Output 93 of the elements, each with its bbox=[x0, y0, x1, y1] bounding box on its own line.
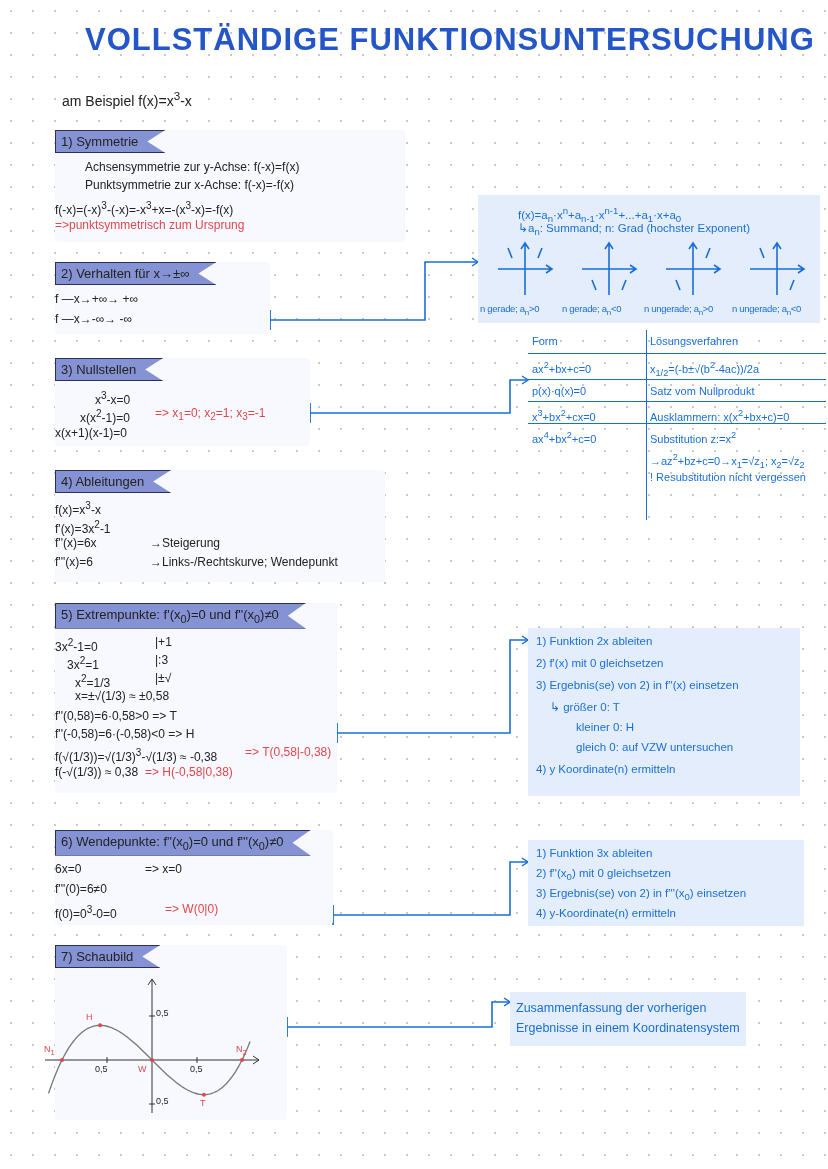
table-header: Lösungsverfahren bbox=[646, 330, 826, 354]
table-cell: p(x)·q(x)=0 bbox=[528, 380, 647, 402]
axis-tick-label: 0,5 bbox=[95, 1064, 108, 1074]
formula-text: =>punktsymmetrisch zum Ursprung bbox=[55, 218, 245, 233]
formula-text: => x$_{1}$=0; x$_{2}$=1; x$_{3}$=-1 bbox=[155, 406, 266, 425]
formula-text: f''(x)=6x bbox=[55, 536, 97, 551]
table-note: ! Resubstitution nicht vergessen bbox=[650, 470, 806, 484]
formula-text: x$^{2}$=1/3 bbox=[75, 672, 111, 690]
formula-text: x(x$^{2}$-1)=0 bbox=[80, 407, 130, 426]
formula-text: f —x→+∞→ +∞ bbox=[55, 292, 139, 307]
formula-text: x(x+1)(x-1)=0 bbox=[55, 426, 128, 441]
section-card bbox=[55, 603, 337, 793]
table-cell-text: Substitution z:=x$^{2}$ bbox=[649, 429, 738, 445]
section-banner: 1) Symmetrie bbox=[55, 130, 166, 153]
note-text: n ungerade; a$_{n}$>0 bbox=[644, 302, 714, 319]
solution-table bbox=[528, 330, 826, 520]
formula-text: f(-x)=(-x)$^{3}$-(-x)=-x$^{3}$+x=-(x$^{3}$-x)=-f(x) bbox=[55, 199, 234, 218]
note-text: 1) Funktion 2x ableiten bbox=[536, 634, 653, 649]
section-card bbox=[55, 130, 405, 242]
formula-text: f'''(0)=6≠0 bbox=[55, 882, 107, 897]
section-banner: 2) Verhalten für x→±∞ bbox=[55, 262, 217, 285]
point-label: W bbox=[138, 1064, 147, 1074]
note-text: 2) f''(x$_{0}$) mit 0 gleichsetzen bbox=[536, 866, 671, 885]
note-text: 3) Ergebnis(se) von 2) in f'''(x$_{0}$) einsetzen bbox=[536, 886, 747, 905]
section-banner: 3) Nullstellen bbox=[55, 358, 164, 381]
info-panel bbox=[528, 840, 804, 926]
note-text: 4) y Koordinate(n) ermitteln bbox=[536, 762, 676, 777]
note-text: n gerade; a$_{n}$>0 bbox=[480, 302, 540, 319]
formula-text: |+1 bbox=[155, 635, 172, 650]
formula-text: => H(-0,58|0,38) bbox=[145, 765, 233, 780]
section-banner: 5) Extrempunkte: f'(x$_{0}$)=0 und f''(x$_{0}$)≠0 bbox=[55, 603, 306, 629]
table-cell: Satz vom Nullprodukt bbox=[646, 380, 826, 402]
formula-text: 3x$^{2}$=1 bbox=[67, 654, 99, 673]
formula-text: f(-√(1/3)) ≈ 0,38 bbox=[55, 765, 139, 780]
note-text: 1) Funktion 3x ableiten bbox=[536, 846, 653, 861]
subtitle-text: am Beispiel f(x)=x$^{3}$-x bbox=[62, 88, 192, 109]
note-text: n ungerade; a$_{n}$<0 bbox=[732, 302, 802, 319]
formula-text: |±√ bbox=[155, 671, 172, 686]
table-cell: x$^{3}$+bx$^{2}$+cx=0 bbox=[528, 402, 647, 424]
axis-tick-label: 0,5 bbox=[156, 1096, 169, 1106]
axis-tick-label: 0,5 bbox=[156, 1008, 169, 1018]
table-cell: ax$^{4}$+bx$^{2}$+c=0 bbox=[528, 424, 647, 520]
table-header: Form bbox=[528, 330, 647, 354]
info-panel bbox=[478, 195, 820, 323]
formula-text: Achsensymmetrie zur y-Achse: f(-x)=f(x) bbox=[85, 160, 300, 175]
note-text: 3) Ergebnis(se) von 2) in f''(x) einsetzen bbox=[536, 678, 739, 693]
note-text: 4) y-Koordinate(n) ermitteln bbox=[536, 906, 676, 921]
formula-text: →Steigerung bbox=[150, 536, 221, 551]
formula-text: Punktsymmetrie zur x-Achse: f(-x)=-f(x) bbox=[85, 178, 295, 193]
page-title: VOLLSTÄNDIGE FUNKTIONSUNTERSUCHUNG bbox=[85, 22, 815, 58]
formula-text: f(x)=x$^{3}$-x bbox=[55, 499, 101, 518]
section-card bbox=[55, 830, 333, 925]
table-cell: ax$^{2}$+bx+c=0 bbox=[528, 354, 647, 380]
info-panel bbox=[528, 628, 800, 796]
formula-text: f'(x)=3x$^{2}$-1 bbox=[55, 518, 111, 537]
info-panel bbox=[510, 992, 746, 1046]
formula-text: f(√(1/3))=√(1/3)$^{3}$-√(1/3) ≈ -0,38 bbox=[55, 746, 218, 765]
point-label: N$_{2}$ bbox=[236, 1044, 247, 1058]
formula-text: f(0)=0$^{3}$-0=0 bbox=[55, 903, 117, 922]
section-banner: 6) Wendepunkte: f''(x$_{0}$)=0 und f'''(x$_{0}$)≠0 bbox=[55, 830, 311, 856]
point-label: T bbox=[200, 1098, 206, 1108]
note-text: ↳a$_{n}$: Summand; n: Grad (hochster Exponent) bbox=[518, 222, 751, 240]
formula-text: f''(-0,58)=6·(-0,58)<0 => H bbox=[55, 727, 195, 742]
section-card bbox=[55, 470, 385, 582]
formula-text: x$^{3}$-x=0 bbox=[95, 389, 131, 408]
table-cell: Ausklammern: x(x$^{2}$+bx+c)=0 bbox=[646, 402, 826, 424]
point-label: H bbox=[86, 1012, 93, 1022]
section-banner: 7) Schaubild bbox=[55, 945, 161, 968]
formula-text: 6x=0 bbox=[55, 862, 82, 877]
formula-text: => W(0|0) bbox=[165, 902, 219, 917]
formula-text: => T(0,58|-0,38) bbox=[245, 745, 332, 760]
formula-text: f'''(x)=6 bbox=[55, 555, 93, 570]
table-cell: x$_{1/2}$=(-b±√(b$^{2}$-4ac))/2a bbox=[646, 354, 826, 380]
note-text: kleiner 0: H bbox=[576, 720, 635, 735]
section-card bbox=[55, 262, 270, 334]
connector-arrow bbox=[332, 857, 529, 926]
formula-text: => x=0 bbox=[145, 862, 183, 877]
formula-text: →Links-/Rechtskurve; Wendepunkt bbox=[150, 555, 338, 570]
note-text: Zusammenfassung der vorherigen Ergebnisse in einem Koordinatensystem bbox=[516, 1000, 740, 1037]
formula-text: f —x→-∞→ -∞ bbox=[55, 312, 133, 327]
note-text: n gerade; a$_{n}$<0 bbox=[562, 302, 622, 319]
point-label: N$_{1}$ bbox=[44, 1044, 55, 1058]
note-text: ↳ größer 0: T bbox=[550, 700, 620, 715]
section-card bbox=[55, 358, 310, 446]
formula-text: x=±√(1/3) ≈ ±0,58 bbox=[75, 689, 170, 704]
note-text: 2) f'(x) mit 0 gleichsetzen bbox=[536, 656, 664, 671]
table-note: →az$^{2}$+bz+c=0→x$_{1}$=√z$_{1}$; x$_{2}$=√z$_{2}$ bbox=[650, 451, 805, 472]
formula-text: f''(0,58)=6·0,58>0 => T bbox=[55, 709, 177, 724]
axis-tick-label: 0,5 bbox=[190, 1064, 203, 1074]
section-banner: 4) Ableitungen bbox=[55, 470, 172, 493]
formula-text: 3x$^{2}$-1=0 bbox=[55, 636, 98, 655]
formula-text: |:3 bbox=[155, 653, 169, 668]
note-text: gleich 0: auf VZW untersuchen bbox=[576, 740, 734, 755]
